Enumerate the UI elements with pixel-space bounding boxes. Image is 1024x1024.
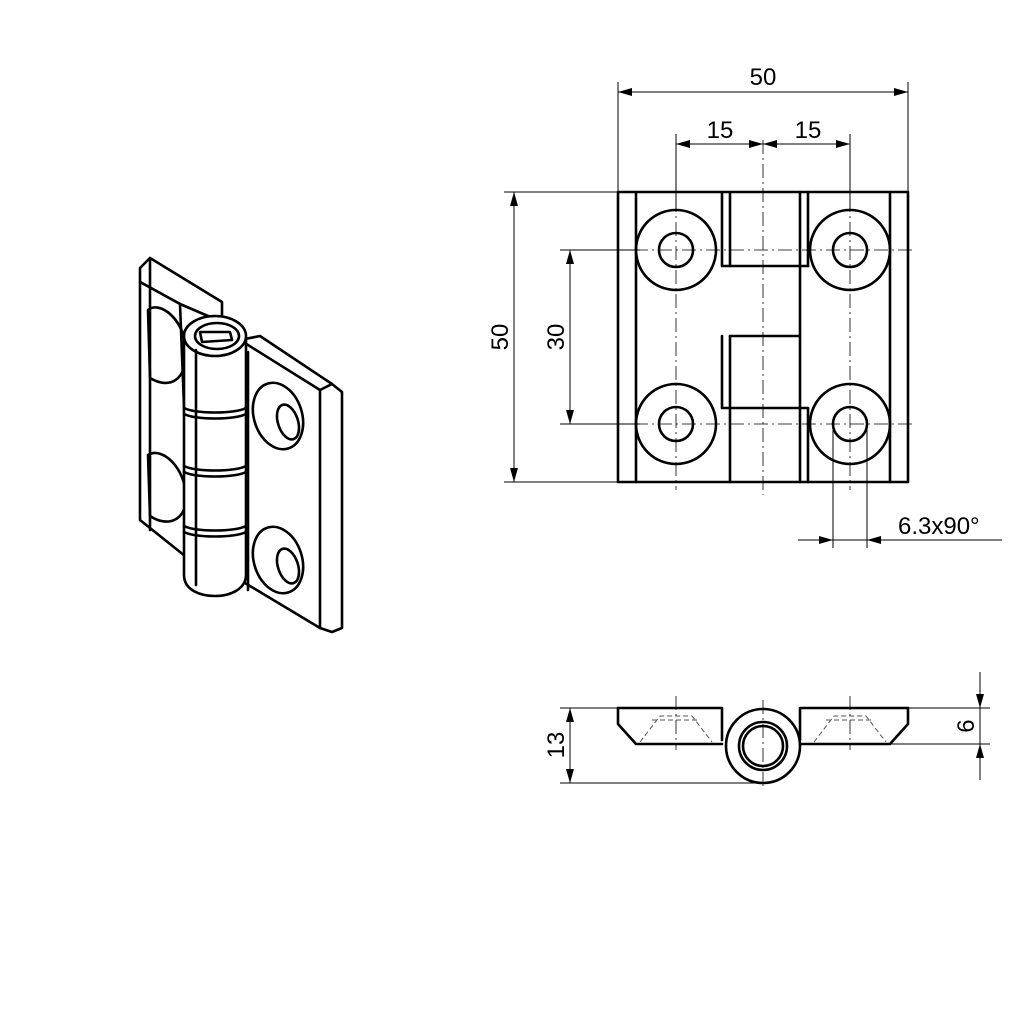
isometric-view (138, 256, 344, 634)
iso-left-leaf (138, 256, 224, 562)
front-centerlines (610, 140, 915, 495)
overall-height-label: 50 (487, 324, 514, 351)
side-view (616, 696, 910, 790)
iso-right-leaf (238, 334, 344, 634)
dim-overall-height: 50 (487, 191, 618, 483)
dim-hole-pitch: 15 15 (675, 117, 851, 210)
dim-leaf-thickness: 6 (890, 672, 990, 780)
dim-total-thickness: 13 (543, 707, 763, 784)
front-view (610, 140, 915, 495)
dim-countersink: 6.3x90° (798, 424, 1002, 548)
hole-vertical-spacing-label: 30 (543, 324, 570, 351)
hole-pitch-left-label: 15 (707, 117, 734, 144)
overall-width-label: 50 (750, 64, 777, 91)
dimensions: 50 15 15 50 (487, 64, 1002, 784)
dim-overall-width: 50 (617, 64, 909, 192)
dim-hole-vertical: 30 (543, 249, 640, 425)
hole-pitch-right-label: 15 (795, 117, 822, 144)
iso-barrel (182, 314, 248, 598)
countersink-label: 6.3x90° (898, 513, 980, 540)
leaf-thickness-label: 6 (953, 719, 980, 732)
total-thickness-label: 13 (543, 732, 570, 759)
